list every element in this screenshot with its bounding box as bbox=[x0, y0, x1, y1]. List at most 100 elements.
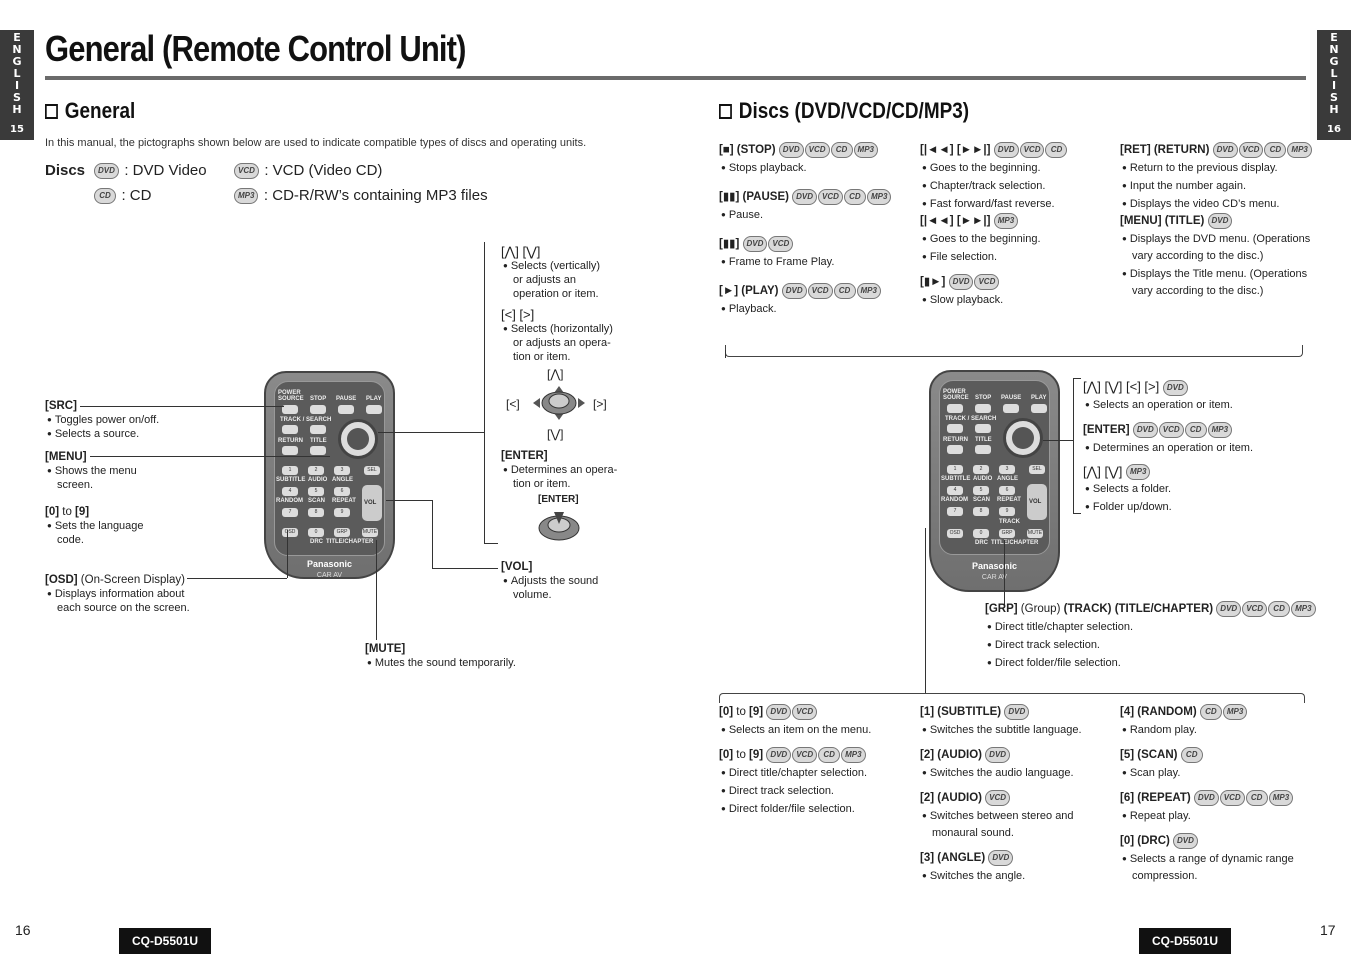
dvd-disc-icon: DVD bbox=[792, 189, 818, 206]
remote-label: DRC bbox=[310, 539, 323, 545]
remote-label: RANDOM bbox=[941, 497, 968, 503]
remote-label: DRC bbox=[975, 540, 988, 546]
tab-letter: I bbox=[14, 79, 20, 92]
discs-label: Discs bbox=[45, 162, 86, 179]
tab-number: 16 bbox=[1327, 124, 1341, 135]
mp3-disc-icon: MP3 bbox=[1126, 464, 1151, 481]
enter-diagram-label: [ENTER] bbox=[538, 494, 579, 505]
bracket-line bbox=[484, 242, 485, 544]
bullet: Return to the previous display. bbox=[1120, 159, 1315, 177]
leader-line bbox=[80, 406, 284, 407]
annotation-bullet: Determines an opera- bbox=[501, 463, 617, 477]
dvd-disc-icon: DVD bbox=[1004, 704, 1030, 720]
remote-label: REPEAT bbox=[332, 498, 356, 504]
annotation-bullet: Mutes the sound temporarily. bbox=[365, 656, 516, 670]
tab-letter: I bbox=[1331, 79, 1337, 92]
remote-label: SOURCE bbox=[278, 396, 304, 402]
key-2: 2 bbox=[973, 465, 989, 474]
zero-nine-annotation: [0] to [9] Sets the language code. bbox=[45, 505, 144, 547]
car-av-label: CAR AV bbox=[316, 572, 343, 579]
leader-line bbox=[90, 456, 330, 457]
bullet: Frame to Frame Play. bbox=[719, 253, 914, 271]
bullet: Selects an operation or item. bbox=[1083, 396, 1313, 414]
dvd-disc-icon: DVD bbox=[778, 142, 804, 158]
bullet-cont: vary according to the disc.) bbox=[1132, 285, 1264, 298]
stop-key bbox=[975, 404, 991, 413]
general-heading: General bbox=[45, 98, 135, 124]
dvd-disc-icon: DVD bbox=[1207, 213, 1233, 230]
bullet: File selection. bbox=[920, 248, 1115, 266]
cd-disc-icon: CD bbox=[833, 283, 856, 300]
annotation-bullet: Selects a source. bbox=[45, 427, 159, 441]
leader-line bbox=[287, 530, 288, 578]
bullet: Displays the video CD’s menu. bbox=[1120, 195, 1315, 213]
annotation-head: [SRC] bbox=[45, 400, 77, 412]
mp3-disc-icon: MP3 bbox=[1287, 142, 1312, 158]
pause-key bbox=[338, 405, 354, 414]
brand-logo: Panasonic bbox=[971, 561, 1018, 571]
key-3: 3 bbox=[334, 466, 350, 475]
remote-label: SCAN bbox=[308, 498, 326, 504]
menu-key bbox=[975, 445, 991, 454]
cd-disc-icon: CD bbox=[1199, 704, 1222, 720]
tab-letter: L bbox=[1330, 67, 1338, 80]
annotation-head: [VOL] bbox=[501, 561, 533, 573]
key-6: 6 bbox=[334, 487, 350, 496]
prev-key bbox=[947, 424, 963, 433]
bullet: Folder up/down. bbox=[1083, 498, 1313, 516]
joystick-icon bbox=[1003, 418, 1043, 458]
remote-control-left: POWER SOURCE STOP PAUSE PLAY TRACK / SEA… bbox=[264, 371, 395, 579]
bracket-line bbox=[484, 543, 498, 544]
bullet: Goes to the beginning. bbox=[920, 159, 1115, 177]
leader-line bbox=[376, 540, 377, 640]
general-heading-text: General bbox=[64, 98, 136, 123]
bullet: Random play. bbox=[1120, 721, 1315, 739]
joystick-right-label: [>] bbox=[593, 397, 607, 411]
vcd-disc-icon: VCD bbox=[1219, 790, 1245, 807]
legend-mp3: MP3 : CD-R/RW’s containing MP3 files bbox=[234, 187, 488, 205]
annotation-bullet: Toggles power on/off. bbox=[45, 413, 159, 427]
remote-control-right: POWER SOURCE STOP PAUSE PLAY TRACK / SEA… bbox=[929, 370, 1060, 592]
bracket-line bbox=[1073, 378, 1081, 379]
remote-label: PLAY bbox=[366, 396, 382, 402]
mp3-disc-icon: MP3 bbox=[1207, 421, 1233, 438]
key-7: 7 bbox=[947, 507, 963, 516]
dvd-disc-icon: DVD bbox=[1212, 142, 1238, 158]
cd-disc-icon: CD bbox=[1268, 601, 1291, 617]
mp3-disc-icon: MP3 bbox=[856, 283, 881, 300]
grp-key: GRP bbox=[999, 529, 1015, 538]
bullet: Displays the DVD menu. (Operations bbox=[1120, 230, 1315, 248]
language-tab-right: E N G L I S H 16 bbox=[1317, 30, 1351, 140]
leader-line bbox=[432, 500, 433, 568]
remote-label: TRACK / SEARCH bbox=[280, 417, 332, 423]
grp-key: GRP bbox=[334, 528, 350, 537]
leader-line bbox=[187, 578, 287, 579]
cd-disc-icon: CD bbox=[94, 187, 116, 204]
dvd-disc-icon: DVD bbox=[1173, 833, 1198, 850]
dvd-disc-icon: DVD bbox=[948, 274, 974, 291]
annotation-bullet-cont: tion or item. bbox=[513, 351, 571, 363]
tab-letter: E bbox=[1330, 31, 1338, 44]
page-number-right: 17 bbox=[1320, 922, 1336, 938]
bullet: Direct title/chapter selection. bbox=[985, 618, 1305, 636]
cd-disc-icon: CD bbox=[1184, 421, 1207, 438]
bracket-line bbox=[1073, 513, 1081, 514]
cd-disc-icon: CD bbox=[1180, 747, 1203, 764]
cd-disc-icon: CD bbox=[1264, 142, 1287, 158]
mute-key: MUTE bbox=[362, 528, 378, 537]
car-av-label: CAR AV bbox=[981, 574, 1008, 581]
legend-vcd: VCD : VCD (Video CD) bbox=[234, 162, 382, 180]
bullet: Fast forward/fast reverse. bbox=[920, 195, 1115, 213]
src-key bbox=[947, 404, 963, 413]
bullet-cont: monaural sound. bbox=[932, 827, 1014, 840]
annotation-bullet: Shows the menu bbox=[45, 464, 137, 478]
legend-text: : DVD Video bbox=[124, 162, 207, 179]
key-9: 9 bbox=[999, 507, 1015, 516]
play-key bbox=[366, 405, 382, 414]
top-brace bbox=[725, 345, 1303, 357]
joystick-left-label: [<] bbox=[506, 397, 520, 411]
key-1: 1 bbox=[282, 466, 298, 475]
legend-cd: CD : CD bbox=[94, 187, 151, 205]
bullet: Pause. bbox=[719, 206, 914, 224]
src-key bbox=[282, 405, 298, 414]
